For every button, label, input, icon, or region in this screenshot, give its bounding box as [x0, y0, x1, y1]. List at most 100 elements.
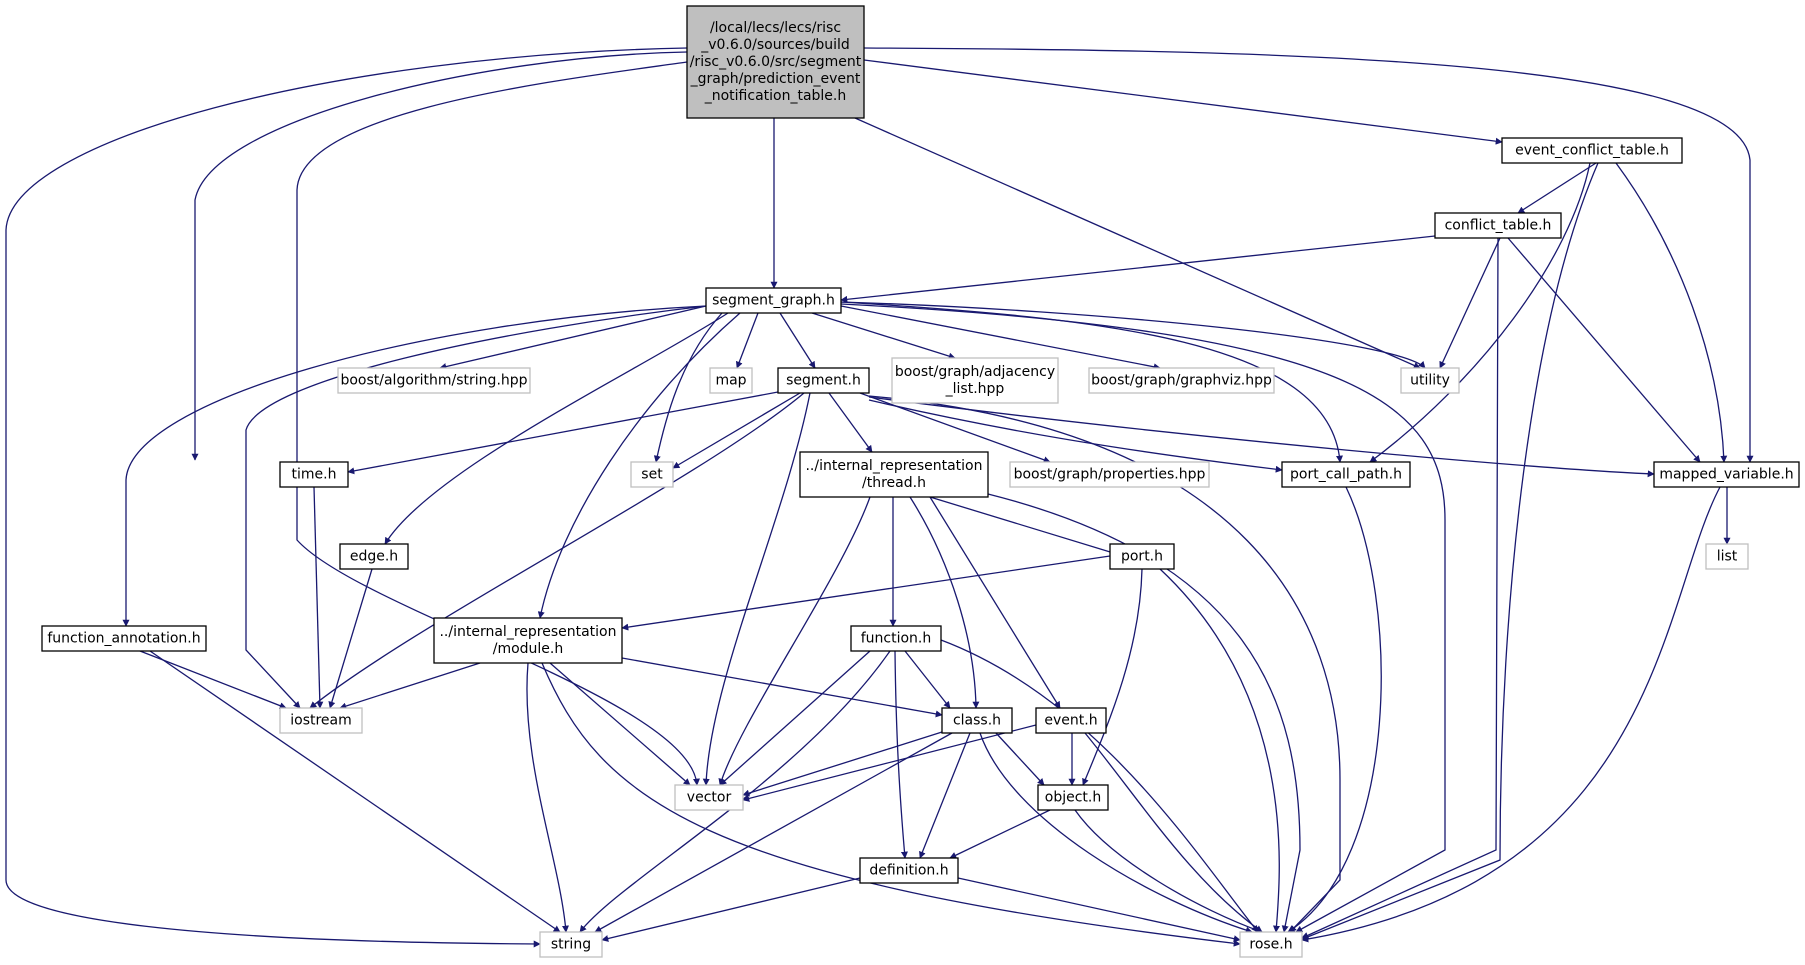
edge-segment-graph-to-port-call-path — [840, 301, 1343, 463]
edge-conflict-table-to-mapped-variable — [1507, 237, 1701, 463]
edge-thread-to-class — [909, 496, 980, 709]
node-boost-graph-graphviz: boost/graph/graphviz.hpp — [1088, 367, 1275, 394]
edge-segment-to-iostream — [309, 392, 805, 709]
node-mapped-variable[interactable]: mapped_variable.h — [1653, 461, 1800, 488]
node-list: list — [1705, 543, 1749, 570]
node-label-definition: definition.h — [869, 863, 948, 879]
node-thread[interactable]: ../internal_representation/thread.h — [799, 451, 989, 498]
edge-segment-to-vector — [702, 392, 811, 786]
node-segment[interactable]: segment.h — [777, 367, 870, 394]
node-label-iostream: iostream — [290, 713, 352, 729]
root-node-root[interactable]: /local/lecs/lecs/risc_v0.6.0/sources/bui… — [686, 5, 865, 119]
node-label-root-line-4: _graph/prediction_event — [690, 71, 861, 87]
edge-object-to-rose — [1074, 809, 1263, 934]
node-label-edge: edge.h — [350, 549, 398, 565]
edge-function-annotation-to-string — [149, 650, 561, 933]
node-time[interactable]: time.h — [279, 461, 349, 488]
node-function-annotation[interactable]: function_annotation.h — [41, 625, 207, 652]
node-label-conflict-table: conflict_table.h — [1445, 218, 1552, 234]
node-label-boost-graph-adjacency-list-line-2: _list.hpp — [945, 381, 1005, 397]
node-label-thread-line-2: /thread.h — [862, 475, 926, 491]
edge-root-to-string — [5, 47, 688, 948]
edge-function-to-rose — [940, 639, 1259, 933]
node-port-call-path[interactable]: port_call_path.h — [1281, 461, 1411, 488]
edge-root-to-time — [191, 51, 688, 461]
node-function[interactable]: function.h — [850, 625, 942, 652]
edge-module-to-vector — [549, 662, 691, 786]
node-boost-graph-properties: boost/graph/properties.hpp — [1009, 461, 1210, 488]
node-label-rose: rose.h — [1249, 937, 1292, 953]
node-label-thread-line-1: ../internal_representation — [805, 458, 982, 474]
edge-segment-graph-to-segment — [779, 312, 816, 369]
edge-root-to-vector — [296, 61, 700, 786]
edge-mapped-variable-to-rose — [1301, 486, 1721, 943]
edge-function-to-definition — [894, 650, 908, 859]
node-segment-graph[interactable]: segment_graph.h — [705, 287, 842, 314]
edge-event-conflict-table-to-rose — [1299, 162, 1599, 941]
node-label-boost-graph-graphviz: boost/graph/graphviz.hpp — [1091, 373, 1272, 389]
node-label-list: list — [1717, 549, 1738, 565]
edge-definition-to-rose — [957, 877, 1241, 943]
node-edge[interactable]: edge.h — [339, 543, 409, 570]
edge-object-to-definition — [949, 809, 1051, 859]
edge-class-to-rose — [979, 732, 1253, 934]
node-port[interactable]: port.h — [1109, 543, 1175, 570]
edge-segment-to-boost-graph-properties — [859, 392, 1051, 464]
node-label-string: string — [551, 937, 591, 953]
node-rose: rose.h — [1239, 931, 1303, 958]
edge-definition-to-string — [601, 877, 861, 942]
node-label-boost-graph-adjacency-list-line-1: boost/graph/adjacency — [895, 364, 1055, 380]
edge-segment-graph-to-utility — [840, 301, 1426, 369]
node-conflict-table[interactable]: conflict_table.h — [1434, 212, 1562, 239]
edge-time-to-iostream — [313, 486, 324, 709]
edge-function-to-vector — [719, 650, 871, 786]
edge-segment-to-thread — [828, 392, 873, 453]
node-label-port-call-path: port_call_path.h — [1290, 467, 1402, 483]
edge-port-to-object — [1082, 568, 1143, 786]
edge-port-to-rose — [1159, 568, 1280, 933]
node-module[interactable]: ../internal_representation/module.h — [433, 617, 623, 664]
node-label-root-line-2: _v0.6.0/sources/build — [700, 37, 850, 53]
edge-class-to-object — [995, 732, 1045, 786]
edge-thread-to-vector — [718, 496, 871, 786]
node-label-map: map — [715, 373, 746, 389]
dependency-nodes: /local/lecs/lecs/risc_v0.6.0/sources/bui… — [41, 5, 1800, 958]
node-label-module-line-1: ../internal_representation — [439, 624, 616, 640]
node-definition[interactable]: definition.h — [859, 857, 959, 884]
edge-segment-graph-to-rose — [840, 303, 1446, 933]
edge-conflict-table-to-utility — [1439, 237, 1501, 369]
edge-segment-graph-to-boost-graph-adjacency-list — [811, 312, 956, 360]
edge-root-to-mapped-variable — [863, 47, 1754, 463]
node-utility: utility — [1400, 367, 1460, 394]
edge-thread-to-event — [929, 496, 1061, 709]
dependency-edges — [5, 47, 1754, 948]
edge-port-call-path-to-rose — [1287, 486, 1382, 933]
node-object[interactable]: object.h — [1037, 784, 1109, 811]
edge-event-conflict-table-to-mapped-variable — [1615, 162, 1728, 463]
node-map: map — [709, 367, 753, 394]
node-string: string — [539, 931, 603, 958]
node-label-set: set — [641, 467, 663, 483]
edge-segment-graph-to-boost-graph-graphviz — [840, 305, 1161, 371]
edge-segment-graph-to-boost-algorithm-string — [439, 305, 707, 370]
node-class[interactable]: class.h — [941, 707, 1013, 734]
edge-module-to-string — [526, 662, 569, 933]
edge-module-to-class — [621, 657, 943, 718]
edge-root-to-event-conflict-table — [863, 59, 1503, 145]
edge-module-to-rose — [541, 662, 1241, 947]
edge-segment-to-mapped-variable — [868, 396, 1655, 478]
node-event[interactable]: event.h — [1035, 707, 1107, 734]
node-label-boost-graph-properties: boost/graph/properties.hpp — [1014, 467, 1206, 483]
edge-segment-graph-to-module — [537, 312, 741, 619]
edge-segment-graph-to-iostream — [245, 305, 707, 709]
edge-conflict-table-to-rose — [1301, 237, 1499, 939]
node-boost-algorithm-string: boost/algorithm/string.hpp — [337, 367, 531, 394]
edge-class-to-string — [594, 732, 953, 933]
edge-segment-to-rose — [868, 395, 1341, 933]
node-event-conflict-table[interactable]: event_conflict_table.h — [1501, 137, 1683, 164]
node-label-port: port.h — [1121, 549, 1163, 565]
edge-segment-graph-to-edge — [384, 312, 729, 545]
edge-class-to-vector — [742, 731, 943, 797]
node-label-segment-graph: segment_graph.h — [712, 293, 835, 309]
